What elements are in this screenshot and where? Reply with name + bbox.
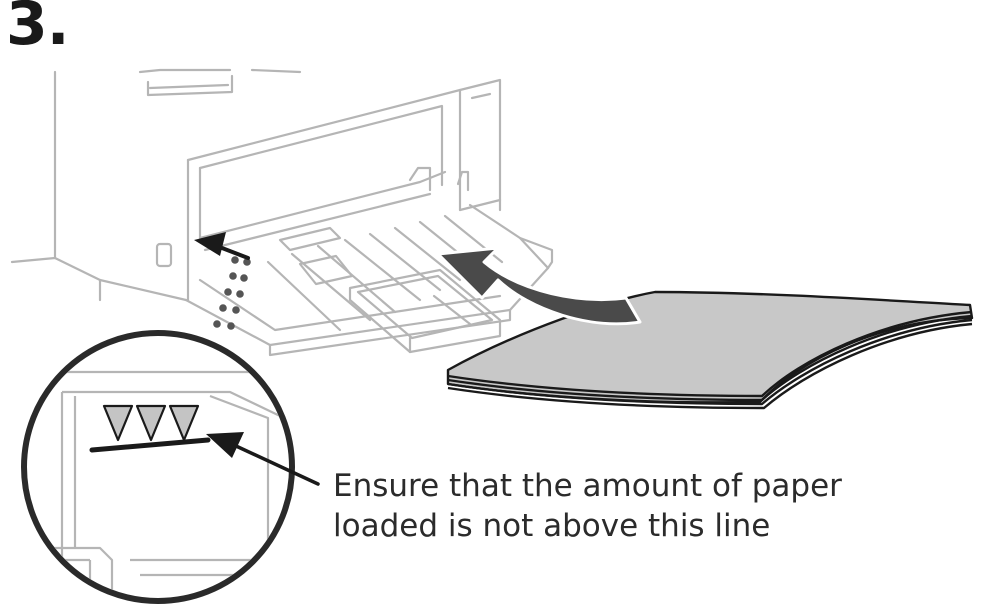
caption-line-1: Ensure that the amount of paper — [333, 468, 842, 504]
triangle-mark-icon — [102, 404, 200, 442]
paper-stack — [446, 290, 974, 410]
magnifier-detail — [21, 330, 295, 604]
limit-line — [89, 437, 211, 453]
pointer-arrow-small — [194, 232, 250, 260]
printer-body — [10, 68, 554, 357]
pointer-arrow-icon — [206, 432, 320, 486]
curved-arrow-icon — [436, 246, 642, 326]
leader-dots — [213, 256, 251, 330]
caption-line-2: loaded is not above this line — [333, 508, 771, 544]
caption: Ensure that the amount of paper loaded i… — [333, 466, 853, 546]
step-number: 3. — [6, 0, 70, 59]
